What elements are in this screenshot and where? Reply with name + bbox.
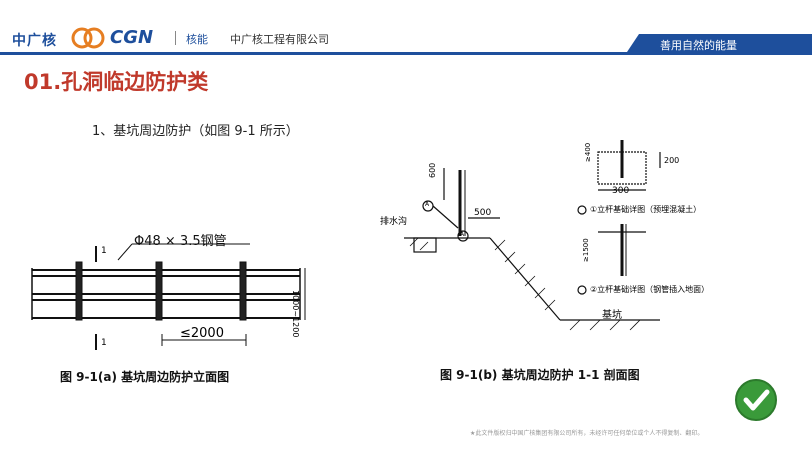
- slogan-bar: [625, 34, 812, 55]
- header-rule: [0, 52, 812, 55]
- post: [75, 261, 83, 321]
- drain-label: 排水沟: [380, 217, 408, 227]
- detail-1-caption: ①立杆基础详图（预埋混凝土）: [590, 205, 702, 214]
- detail-a-marker: A: [425, 201, 430, 208]
- height-200-label: 200: [664, 156, 680, 165]
- header-divider: [175, 31, 176, 45]
- figure-b-caption: 图 9-1(b) 基坑周边防护 1-1 剖面图: [440, 368, 640, 382]
- logo-text-en: CGN: [110, 27, 154, 48]
- section-mark-top: 1: [101, 246, 107, 256]
- pit-label: 基坑: [602, 310, 622, 321]
- page-title: 01.孔洞临边防护类: [24, 70, 209, 94]
- slogan-text: 善用自然的能量: [660, 39, 737, 52]
- width-300-label: 300: [612, 186, 630, 196]
- company-name: 中广核工程有限公司: [230, 33, 329, 46]
- width-500-label: 500: [474, 208, 492, 218]
- section-mark-bottom: 1: [101, 338, 107, 348]
- detail-a-marker-2: A: [460, 231, 465, 238]
- header-bar: 中广核 CGN 核能 中广核工程有限公司 善用自然的能量: [0, 0, 812, 58]
- spacing-label: ≤2000: [180, 326, 224, 341]
- check-circle-icon: [735, 379, 777, 421]
- post: [239, 261, 247, 321]
- figure-a-caption: 图 9-1(a) 基坑周边防护立面图: [60, 370, 230, 384]
- cgn-logo-icon: [71, 27, 105, 49]
- page-subtitle: 1、基坑周边防护（如图 9-1 所示）: [92, 124, 299, 139]
- depth-400-label: ≥400: [584, 142, 592, 162]
- depth-1500-label: ≥1500: [582, 238, 590, 262]
- height-600-label: 600: [428, 162, 437, 178]
- post: [155, 261, 163, 321]
- pipe-spec-label: Φ48 × 3.5钢管: [134, 234, 227, 249]
- division-label: 核能: [186, 33, 208, 46]
- copyright-note: ★此文件版权归中国广核集团有限公司所有，未经许可任何单位或个人不得复制、翻印。: [470, 430, 704, 437]
- logo-text-cn: 中广核: [12, 33, 57, 49]
- detail-2-caption: ②立杆基础详图（钢管插入地面）: [590, 285, 710, 294]
